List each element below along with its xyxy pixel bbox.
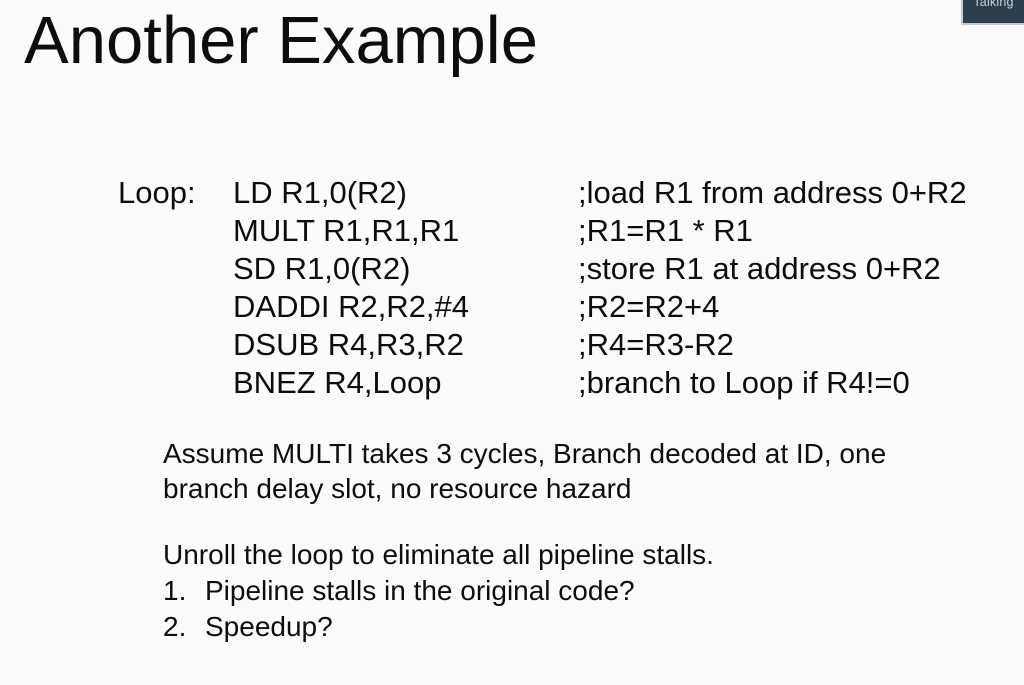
question-text: Pipeline stalls in the original code? bbox=[205, 575, 635, 606]
loop-label-spacer bbox=[118, 364, 233, 402]
code-comment: ;branch to Loop if R4!=0 bbox=[578, 365, 910, 400]
code-comment: ;R2=R2+4 bbox=[578, 289, 720, 324]
code-row: SD R1,0(R2) ;store R1 at address 0+R2 bbox=[118, 250, 967, 288]
code-comment: ;load R1 from address 0+R2 bbox=[578, 175, 967, 210]
code-row: DADDI R2,R2,#4 ;R2=R2+4 bbox=[118, 288, 967, 326]
loop-label-spacer bbox=[118, 250, 233, 288]
code-row: MULT R1,R1,R1 ;R1=R1 * R1 bbox=[118, 212, 967, 250]
code-instruction: BNEZ R4,Loop bbox=[233, 365, 442, 400]
code-instruction: DADDI R2,R2,#4 bbox=[233, 289, 470, 324]
slide-title: Another Example bbox=[24, 3, 538, 78]
talking-indicator: Talking bbox=[961, 0, 1024, 25]
code-row: DSUB R4,R3,R2 ;R4=R3-R2 bbox=[118, 326, 967, 364]
code-row: BNEZ R4,Loop ;branch to Loop if R4!=0 bbox=[118, 364, 967, 402]
code-instruction: LD R1,0(R2) bbox=[233, 175, 407, 210]
assumption-text: Assume MULTI takes 3 cycles, Branch deco… bbox=[163, 436, 886, 506]
question-item: 1. Pipeline stalls in the original code? bbox=[163, 573, 714, 609]
question-text: Speedup? bbox=[205, 611, 333, 642]
task-text: Unroll the loop to eliminate all pipelin… bbox=[163, 539, 714, 570]
question-number: 2. bbox=[163, 611, 187, 642]
code-comment: ;R4=R3-R2 bbox=[578, 327, 734, 362]
code-block: Loop: LD R1,0(R2) ;load R1 from address … bbox=[118, 174, 967, 402]
code-comment: ;R1=R1 * R1 bbox=[578, 213, 753, 248]
code-row: Loop: LD R1,0(R2) ;load R1 from address … bbox=[118, 174, 967, 212]
loop-label-spacer bbox=[118, 326, 233, 364]
code-comment: ;store R1 at address 0+R2 bbox=[578, 251, 941, 286]
loop-label-spacer bbox=[118, 288, 233, 326]
question-number: 1. bbox=[163, 575, 187, 606]
assumption-line: Assume MULTI takes 3 cycles, Branch deco… bbox=[163, 438, 887, 469]
talking-label: Talking bbox=[973, 0, 1014, 9]
question-item: 2. Speedup? bbox=[163, 609, 714, 645]
code-instruction: DSUB R4,R3,R2 bbox=[233, 327, 464, 362]
tasks-block: Unroll the loop to eliminate all pipelin… bbox=[163, 537, 714, 645]
assumption-line: branch delay slot, no resource hazard bbox=[163, 473, 632, 504]
loop-label-spacer bbox=[118, 212, 233, 250]
code-instruction: SD R1,0(R2) bbox=[233, 251, 411, 286]
loop-label: Loop: bbox=[118, 175, 196, 210]
code-instruction: MULT R1,R1,R1 bbox=[233, 213, 460, 248]
